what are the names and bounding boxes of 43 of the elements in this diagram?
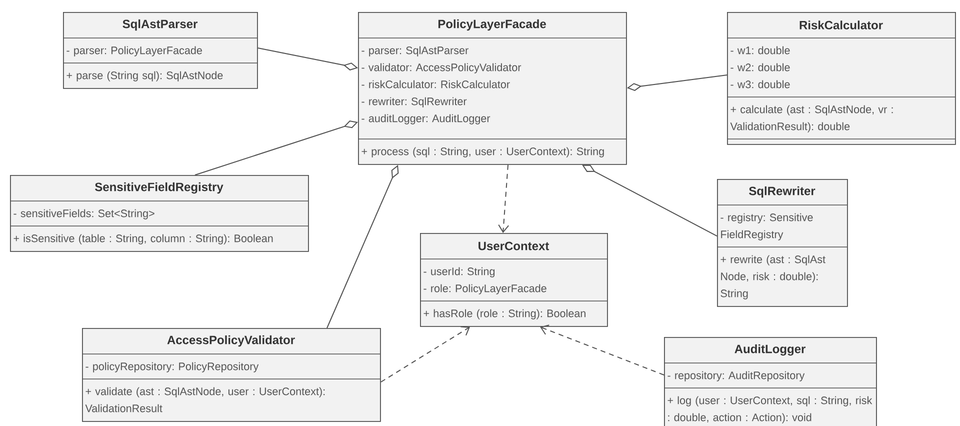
aggregation-connector [582, 164, 718, 236]
attribute-text: - w2: double [730, 63, 790, 72]
class-box [82, 328, 381, 422]
method-text: + parse (String sql): SqlAstNode [66, 71, 223, 82]
method-text: + validate (ast : SqlAstNode, user : UserContext): ValidationResult [85, 387, 325, 412]
attribute-text: - riskCalculator: RiskCalculator [362, 80, 510, 88]
method-text: + hasRole (role : String): Boolean [424, 309, 586, 320]
class-box [664, 337, 877, 426]
attribute-text: - parser: PolicyLayerFacade [66, 46, 202, 56]
attribute-text: - parser: SqlAstParser [362, 46, 468, 56]
class-name: PolicyLayerFacade [438, 19, 546, 31]
dependency-arrow [380, 326, 470, 382]
class-name: AccessPolicyValidator [167, 335, 295, 347]
class-box [726, 12, 956, 145]
dependency-arrow [540, 324, 664, 376]
class-name: AuditLogger [734, 344, 806, 356]
class-name: SqlAstParser [122, 19, 198, 31]
class-name: SqlRewriter [749, 186, 816, 198]
attribute-text: - w3: double [730, 80, 790, 88]
attribute-text: - validator: AccessPolicyValidator [362, 63, 522, 74]
attribute-text: - registry: Sensitive FieldRegistry [720, 213, 813, 240]
attribute-text: - sensitiveFields: Set<String> [14, 209, 154, 220]
method-text: + isSensitive (table : String, column : String): Boolean [14, 234, 273, 244]
method-text: + log (user : UserContext, sql : String, risk : double, action : Action): void [668, 396, 872, 424]
class-name: UserContext [478, 242, 550, 250]
class-name: SensitiveFieldRegistry [95, 182, 224, 194]
class-box [716, 179, 848, 307]
dependency-arrow [498, 164, 510, 233]
attribute-text: - role: PolicyLayerFacade [424, 284, 546, 294]
class-box [10, 175, 309, 252]
class-box [420, 233, 608, 327]
method-text: + calculate (ast : SqlAstNode, vr : ValidationResult): double [730, 105, 893, 132]
class-name: RiskCalculator [800, 20, 883, 30]
class-box [358, 12, 627, 165]
class-box [62, 12, 258, 89]
attribute-text: - userId: String [424, 267, 495, 278]
method-text: + process (sql : String, user : UserContext): String [362, 147, 604, 158]
attribute-text: - w1: double [730, 46, 790, 54]
attribute-text: - auditLogger: AuditLogger [362, 114, 490, 124]
attribute-text: - policyRepository: PolicyRepository [86, 362, 259, 372]
attribute-text: - repository: AuditRepository [668, 371, 805, 382]
attribute-text: - rewriter: SqlRewriter [362, 97, 467, 108]
method-text: + rewrite (ast : SqlAst Node, risk : double): String [720, 255, 826, 300]
